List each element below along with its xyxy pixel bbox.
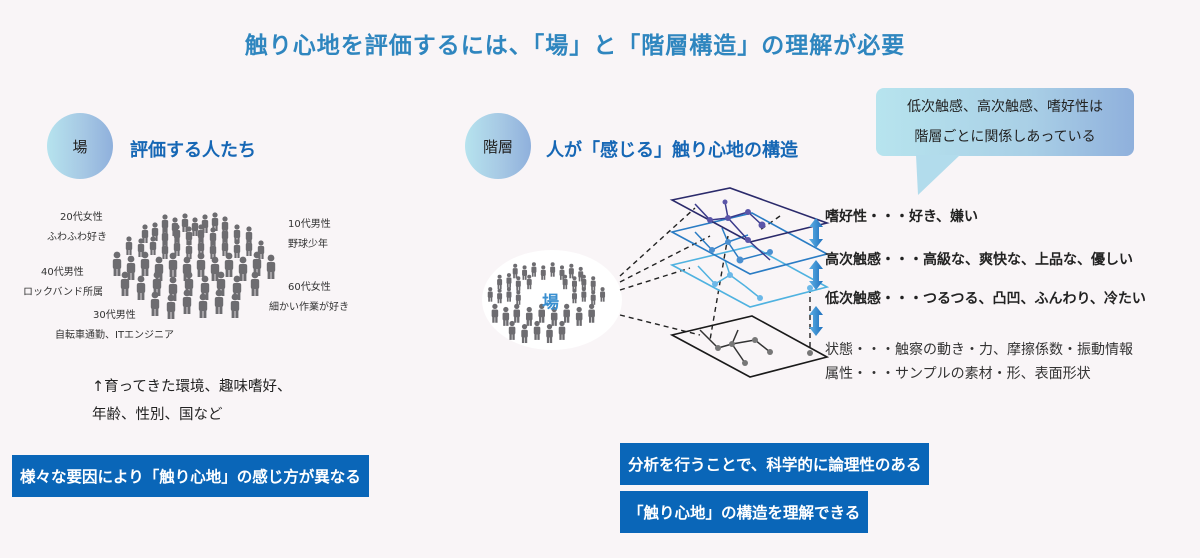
- hierarchy-layers-diagram: [619, 187, 830, 378]
- label-line: 40代男性: [41, 267, 84, 278]
- right-summary-banner-2: 「触り心地」の構造を理解できる: [620, 491, 869, 533]
- label-20s-female: 20代女性 ふわふわ好き: [47, 208, 114, 248]
- layer-arrows: [809, 218, 823, 336]
- label-30s-male: 30代男性 自転車通勤、ITエンジニア: [55, 306, 174, 346]
- note-line: ↑育ってきた環境、趣味嗜好、: [92, 379, 292, 395]
- evaluators-heading: 評価する人たち: [130, 140, 256, 161]
- hierarchy-badge: 階層: [465, 113, 531, 179]
- layer-desc: 好き、嫌い: [909, 209, 979, 225]
- layer-sep: ・・・: [881, 291, 923, 307]
- label-line: 自転車通勤、ITエンジニア: [55, 330, 175, 341]
- double-arrow-icon: [809, 218, 823, 336]
- base-layer-desc: 状態・・・触察の動き・力、摩擦係数・振動情報 属性・・・サンプルの素材・形、表面…: [825, 338, 1133, 386]
- layer-low-tactile: 低次触感・・・つるつる、凸凹、ふんわり、冷たい: [825, 288, 1146, 308]
- layer-desc: つるつる、凸凹、ふんわり、冷たい: [923, 291, 1146, 307]
- layer-preference: 嗜好性・・・好き、嫌い: [825, 206, 978, 226]
- ba-badge: 場: [47, 113, 113, 179]
- label-10s-male: 10代男性 野球少年: [288, 215, 331, 255]
- base-line-state: 状態・・・触察の動き・力、摩擦係数・振動情報: [825, 342, 1133, 358]
- right-summary-banner-1: 分析を行うことで、科学的に論理性のある: [620, 443, 930, 485]
- label-line: 30代男性: [93, 310, 136, 321]
- layer-sep: ・・・: [867, 209, 909, 225]
- hierarchy-badge-label: 階層: [482, 137, 513, 156]
- label-line: 10代男性: [288, 219, 331, 230]
- label-line: 20代女性: [60, 212, 103, 223]
- ba-badge-label: 場: [72, 137, 88, 156]
- crowd-icon: [112, 212, 276, 319]
- layer-name: 高次触感: [825, 252, 881, 268]
- speech-line: 階層ごとに関係しあっている: [914, 129, 1096, 145]
- speech-tail: [916, 155, 960, 195]
- label-line: ふわふわ好き: [47, 232, 107, 243]
- layer-desc: 高級な、爽快な、上品な、優しい: [923, 252, 1133, 268]
- structure-heading: 人が「感じる」触り心地の構造: [546, 140, 798, 161]
- note-line: 年齢、性別、国など: [92, 407, 223, 423]
- layer-name: 低次触感: [825, 291, 881, 307]
- left-summary-banner: 様々な要因により「触り心地」の感じ方が異なる: [12, 455, 369, 497]
- label-line: 細かい作業が好き: [269, 302, 349, 313]
- layer-sep: ・・・: [881, 252, 923, 268]
- speech-line: 低次触感、高次触感、嗜好性は: [907, 99, 1103, 115]
- label-line: 野球少年: [288, 239, 328, 250]
- base-line-attribute: 属性・・・サンプルの素材・形、表面形状: [825, 366, 1091, 382]
- factors-note: ↑育ってきた環境、趣味嗜好、 年齢、性別、国など: [92, 373, 292, 429]
- layer-name: 嗜好性: [825, 209, 867, 225]
- label-40s-male: 40代男性 ロックバンド所属: [23, 263, 103, 303]
- label-60s-female: 60代女性 細かい作業が好き: [269, 278, 349, 318]
- speech-bubble: 低次触感、高次触感、嗜好性は 階層ごとに関係しあっている: [876, 88, 1134, 156]
- layer-high-tactile: 高次触感・・・高級な、爽快な、上品な、優しい: [825, 249, 1133, 269]
- main-title: 触り心地を評価するには、「場」と「階層構造」の理解が必要: [244, 33, 906, 59]
- crowd-ba-label: 場: [542, 293, 559, 313]
- label-line: ロックバンド所属: [23, 287, 103, 298]
- label-line: 60代女性: [288, 282, 331, 293]
